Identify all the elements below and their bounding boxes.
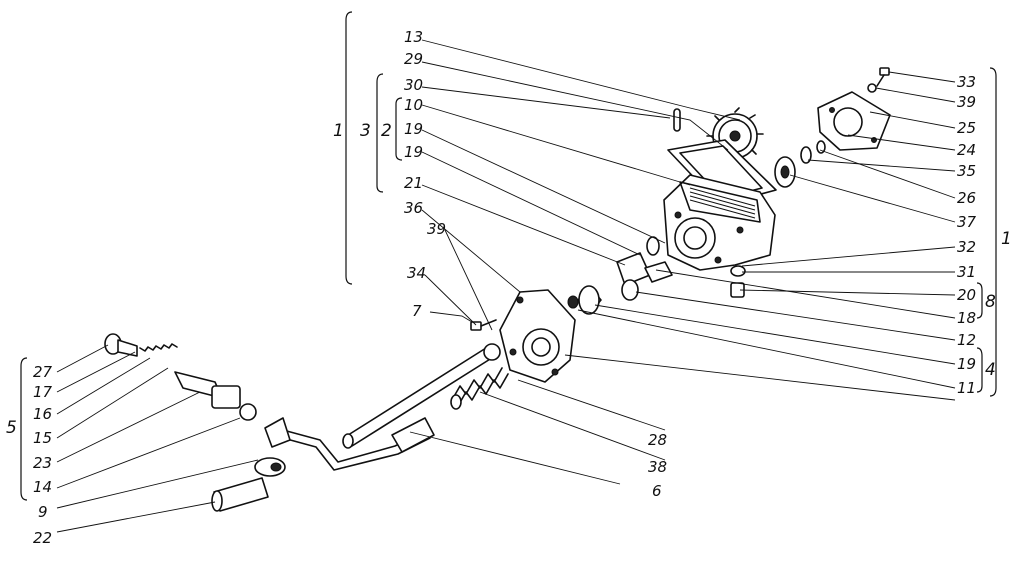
callout-31: 31 bbox=[957, 263, 976, 281]
callout-6: 6 bbox=[652, 482, 662, 500]
group-label-5: 5 bbox=[6, 418, 17, 438]
brace-group-1 bbox=[345, 11, 353, 285]
pump-parts-drawing bbox=[104, 67, 891, 512]
callout-15: 15 bbox=[33, 429, 52, 447]
group-label-1: 1 bbox=[333, 121, 344, 141]
part-pump-housing-10 bbox=[663, 174, 776, 271]
part-cover-25 bbox=[817, 91, 891, 151]
part-pump-body-36 bbox=[499, 289, 576, 383]
callout-23: 23 bbox=[33, 454, 52, 472]
group-braces bbox=[20, 11, 997, 501]
callout-12: 12 bbox=[957, 331, 976, 349]
part-gear-set-12-18-19 bbox=[567, 236, 673, 315]
part-filter-22 bbox=[211, 477, 269, 512]
callout-16: 16 bbox=[33, 405, 52, 423]
callout-32: 32 bbox=[957, 238, 976, 256]
part-spring-38 bbox=[450, 367, 509, 410]
part-washer-32-plug-31 bbox=[730, 265, 746, 298]
callout-21: 21 bbox=[404, 174, 423, 192]
callout-labels: 13 29 30 10 19 19 21 36 39 34 7 33 39 25… bbox=[33, 28, 977, 547]
callout-29: 29 bbox=[404, 50, 423, 68]
callout-19-right: 19 bbox=[957, 355, 976, 373]
callout-9: 9 bbox=[38, 503, 48, 521]
part-gear-37 bbox=[774, 156, 796, 188]
part-bolt-34 bbox=[470, 319, 497, 331]
callout-leader-lines bbox=[56, 39, 956, 533]
callout-28: 28 bbox=[648, 431, 667, 449]
callout-17: 17 bbox=[33, 383, 53, 401]
group-label-2: 2 bbox=[381, 121, 392, 141]
part-bolt-33 bbox=[867, 67, 890, 93]
callout-20: 20 bbox=[957, 286, 976, 304]
group-label-1-right: 1 bbox=[1001, 229, 1012, 249]
callout-30: 30 bbox=[404, 76, 423, 94]
brace-group-2 bbox=[395, 97, 403, 161]
callout-18: 18 bbox=[957, 309, 976, 327]
callout-7: 7 bbox=[412, 302, 422, 320]
callout-11: 11 bbox=[957, 379, 976, 397]
part-pin-30 bbox=[673, 108, 681, 132]
group-label-4: 4 bbox=[985, 360, 996, 380]
callout-33: 33 bbox=[957, 73, 976, 91]
part-ring-9 bbox=[254, 457, 286, 477]
callout-26: 26 bbox=[957, 189, 976, 207]
callout-24: 24 bbox=[957, 141, 976, 159]
callout-37: 37 bbox=[957, 213, 977, 231]
group-label-3: 3 bbox=[360, 121, 371, 141]
callout-39-right: 39 bbox=[957, 93, 976, 111]
callout-36: 36 bbox=[404, 199, 423, 217]
group-label-8: 8 bbox=[985, 292, 996, 312]
callout-34: 34 bbox=[407, 264, 426, 282]
callout-10: 10 bbox=[404, 96, 423, 114]
group-labels: 1 3 2 1 8 4 5 bbox=[6, 121, 1012, 438]
part-washers-35-26 bbox=[800, 140, 826, 164]
callout-39-left: 39 bbox=[427, 220, 446, 238]
callout-27: 27 bbox=[33, 363, 53, 381]
brace-group-8 bbox=[976, 282, 983, 319]
part-pipe-6 bbox=[264, 417, 435, 471]
brace-group-1-right bbox=[989, 67, 997, 397]
callout-13: 13 bbox=[404, 28, 423, 46]
callout-19-b: 19 bbox=[404, 143, 423, 161]
brace-group-3 bbox=[376, 73, 384, 193]
part-tube-7 bbox=[342, 343, 501, 449]
brace-group-4 bbox=[976, 347, 983, 393]
callout-25: 25 bbox=[957, 119, 976, 137]
callout-14: 14 bbox=[33, 478, 52, 496]
callout-38: 38 bbox=[648, 458, 667, 476]
callout-22: 22 bbox=[33, 529, 52, 547]
part-valve-assembly-5 bbox=[104, 333, 257, 421]
callout-19-a: 19 bbox=[404, 120, 423, 138]
brace-group-5 bbox=[20, 357, 28, 501]
callout-35: 35 bbox=[957, 162, 976, 180]
